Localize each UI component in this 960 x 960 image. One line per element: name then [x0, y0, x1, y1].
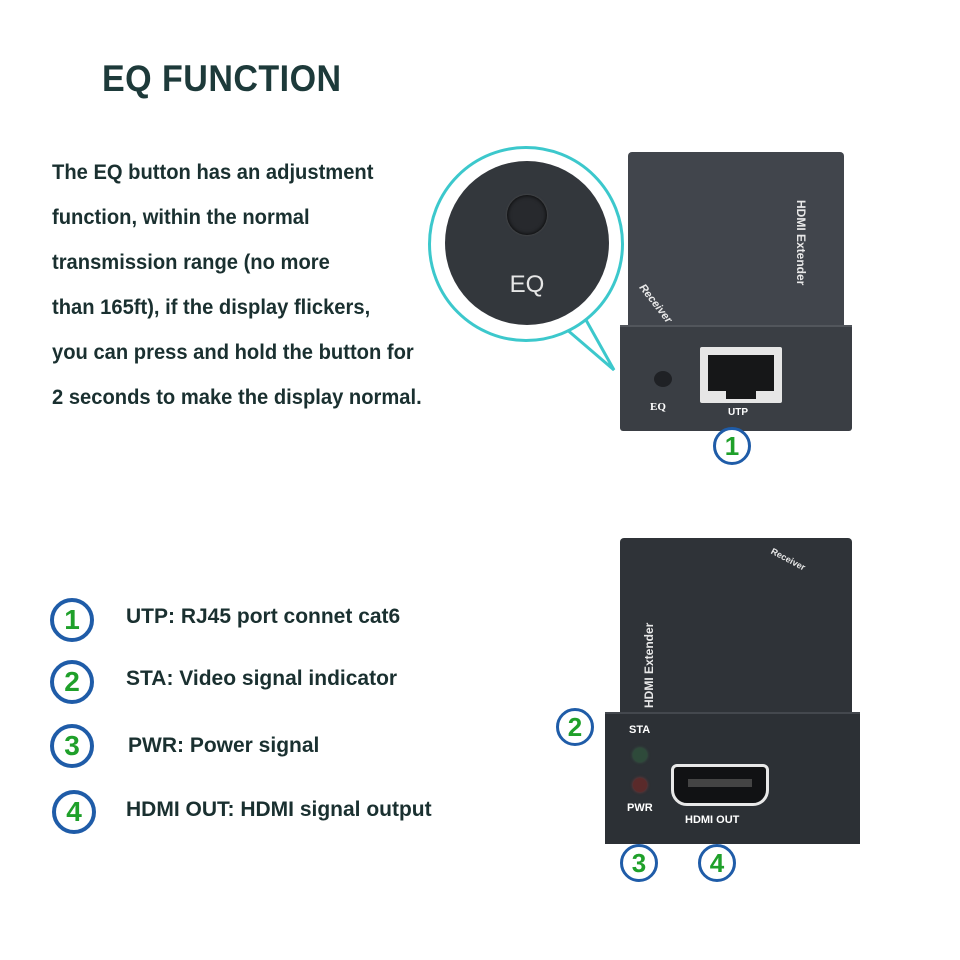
number-badge: 3 [620, 844, 658, 882]
hdmi-port-icon [671, 764, 769, 806]
description-line: than 165ft), if the display flickers, [52, 296, 371, 319]
legend-item-pwr: PWR: Power signal [128, 734, 320, 757]
description-line: 2 seconds to make the display normal. [52, 386, 422, 409]
legend-item-utp: UTP: RJ45 port connet cat6 [126, 605, 401, 628]
legend-badge-4: 4 [52, 790, 96, 834]
description-line: The EQ button has an adjustment [52, 161, 374, 184]
legend-badge-3: 3 [50, 724, 94, 768]
eq-button[interactable] [654, 371, 672, 387]
rj45-port-icon [700, 347, 782, 403]
description-line: you can press and hold the button for [52, 341, 414, 364]
hdmi-out-label: HDMI OUT [685, 814, 740, 826]
output-device-top: HDMI Extender Receiver [620, 538, 852, 718]
sta-label: STA [629, 724, 651, 736]
page-title: EQ FUNCTION [102, 58, 342, 99]
eq-zoom-callout: EQ [428, 146, 624, 342]
utp-port-label: UTP [728, 407, 748, 418]
legend-item-hdmi: HDMI OUT: HDMI signal output [126, 798, 432, 821]
pwr-led-icon [633, 778, 647, 792]
number-badge: 4 [698, 844, 736, 882]
eq-zoom-surface: EQ [445, 161, 609, 325]
output-device-front: STA PWR HDMI OUT [605, 712, 860, 844]
device-brand-label: HDMI Extender [794, 200, 808, 286]
device-corner-label: Receiver [769, 546, 808, 573]
callout-pointer-icon [557, 319, 616, 372]
legend-badge-2: 2 [50, 660, 94, 704]
eq-zoom-label: EQ [509, 271, 545, 298]
number-badge: 2 [556, 708, 594, 746]
legend-badge-1: 1 [50, 598, 94, 642]
pwr-label: PWR [627, 802, 653, 814]
eq-description: The EQ button has an adjustment function… [52, 155, 502, 425]
eq-port-label: EQ [650, 401, 666, 413]
number-badge: 1 [713, 427, 751, 465]
description-line: function, within the normal [52, 206, 310, 229]
eq-button-zoom-icon [507, 195, 547, 235]
sta-led-icon [633, 748, 647, 762]
device-side-label: Receiver [636, 282, 675, 326]
receiver-device-top: HDMI Extender Receiver [628, 152, 844, 332]
description-line: transmission range (no more [52, 251, 330, 274]
legend-item-sta: STA: Video signal indicator [126, 667, 398, 690]
device-brand-label: HDMI Extender [642, 622, 656, 708]
receiver-device-front: EQ UTP [620, 325, 852, 431]
